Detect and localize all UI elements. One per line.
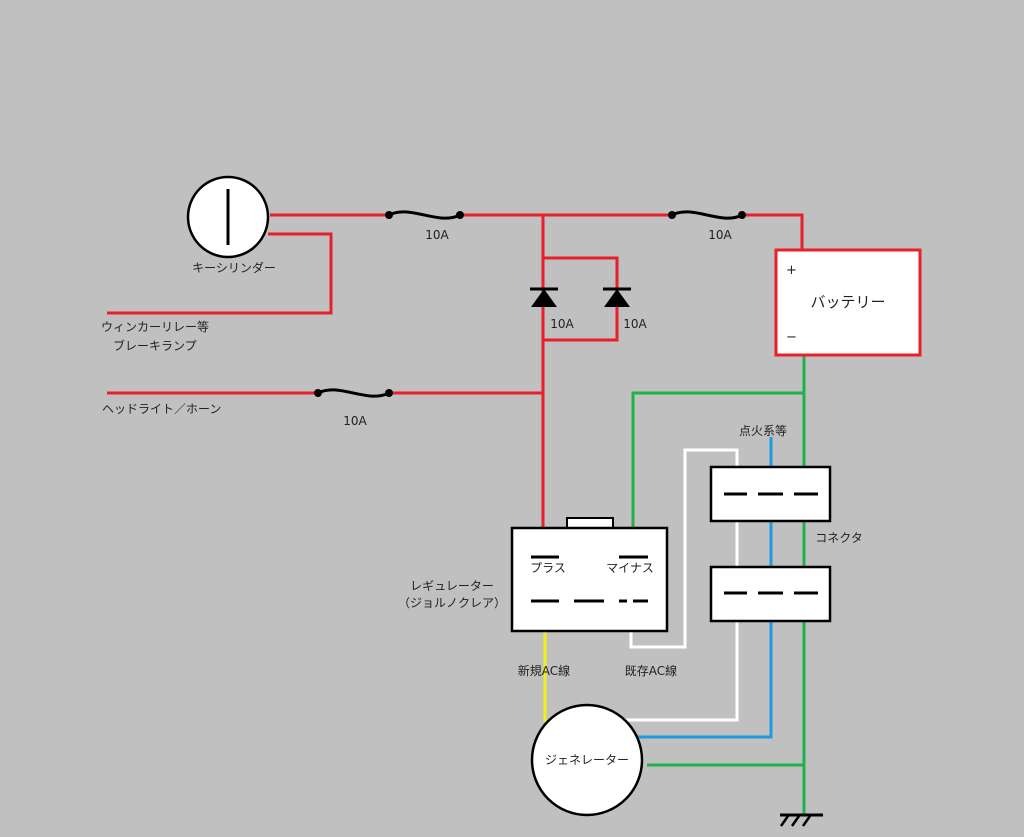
fuse-2-label: 10A <box>708 228 732 242</box>
generator-label: ジェネレーター <box>545 753 629 767</box>
diode-1 <box>530 287 558 307</box>
diode-2-label: 10A <box>623 317 647 331</box>
fuse-1 <box>385 210 464 220</box>
diode-2 <box>603 287 631 307</box>
fuse-icon <box>388 210 461 220</box>
fuse-icon <box>671 210 743 220</box>
fuse-2 <box>668 210 746 220</box>
battery-plus-label: + <box>786 263 797 278</box>
fuse-icon <box>317 388 390 398</box>
connector-label: コネクタ <box>815 531 863 545</box>
key-cylinder <box>186 175 270 259</box>
battery-minus-label: − <box>786 330 797 345</box>
wire-key-to-winker <box>107 232 333 315</box>
diode-icon <box>531 289 557 307</box>
diode-icon <box>604 289 630 307</box>
fuse-1-label: 10A <box>425 228 449 242</box>
diode-1-label: 10A <box>550 317 574 331</box>
regulator-minus-label: マイナス <box>606 561 654 575</box>
regulator-box <box>510 526 669 633</box>
brake-label: ブレーキランプ <box>113 338 197 353</box>
existing-ac-label: 既存AC線 <box>625 663 677 678</box>
wire-ground-to-regulator <box>631 391 804 555</box>
regulator-label: レギュレーター <box>410 579 494 593</box>
winker-label: ウィンカーリレー等 <box>101 320 209 334</box>
battery-box <box>774 248 922 357</box>
regulator-tab <box>566 517 614 529</box>
ground-icon <box>779 813 823 827</box>
wire-fuse2-to-battery <box>744 213 804 250</box>
fuse-3 <box>314 388 393 398</box>
generator-icon <box>530 703 644 817</box>
regulator-plus-label: プラス <box>530 561 566 575</box>
wire-ignition <box>636 437 773 739</box>
new-ac-label: 新規AC線 <box>518 663 570 678</box>
battery-label: バッテリー <box>810 293 885 311</box>
fuse-3-label: 10A <box>343 414 367 428</box>
key-cylinder-label: キーシリンダー <box>192 260 276 275</box>
headlight-label: ヘッドライト／ホーン <box>102 402 221 416</box>
wire-existing-ac <box>620 448 739 722</box>
ignition-label: 点火系等 <box>739 424 787 438</box>
regulator-model-label: （ジョルノクレア） <box>398 596 506 610</box>
